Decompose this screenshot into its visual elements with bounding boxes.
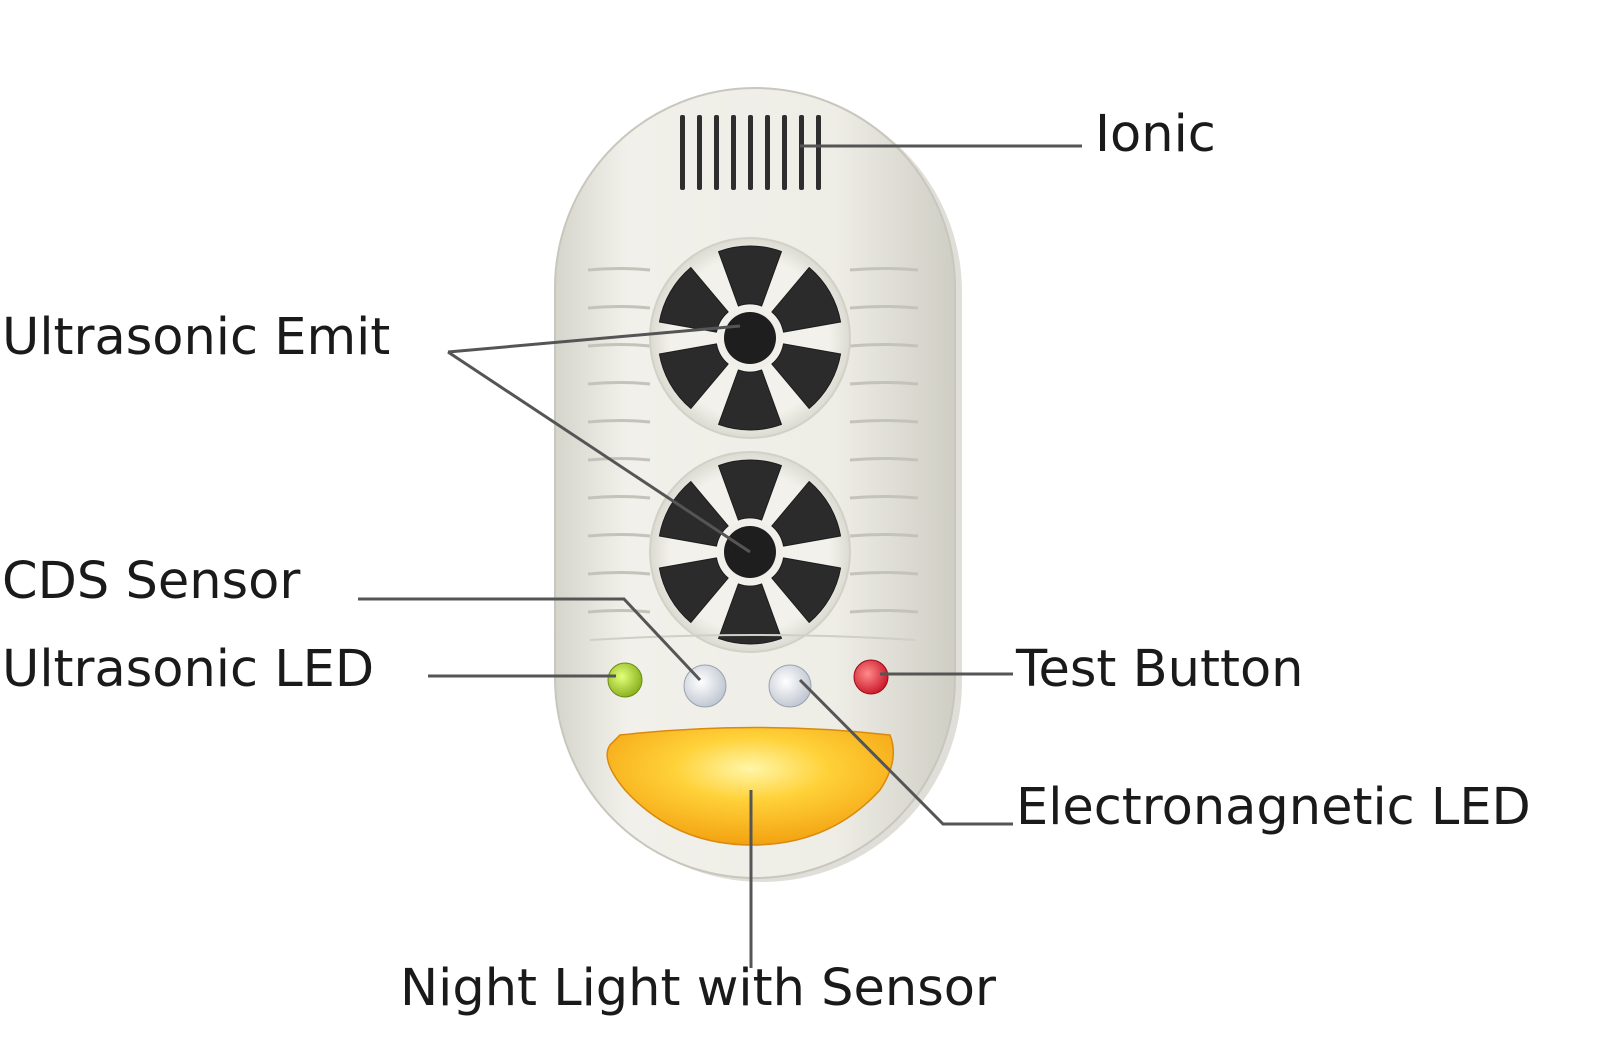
leader-electromagnetic-led [798,678,1013,826]
grille-line-right [849,457,919,462]
grille-line-left [587,457,651,462]
grille-line-left [587,571,651,576]
electromagnetic-led [768,664,812,708]
grille-line-left [587,343,651,348]
grille-line-left [587,267,651,272]
leader-ultrasonic-emit-top [447,324,741,354]
speaker-blade [771,267,842,333]
grille-line-left [587,533,651,538]
speaker-blade [658,267,729,333]
vent-slot [748,115,753,190]
grille-line-right [849,571,919,576]
vent-slot [714,115,719,190]
speaker-blade [718,369,782,431]
vent-slot [680,115,685,190]
ultrasonic-speaker-top [649,237,851,439]
grille-line-right [849,419,919,424]
panel-divider [589,634,916,641]
grille-line-right [849,381,919,386]
side-grille [587,267,919,614]
vent-slot [697,115,702,190]
speaker-blade [771,557,842,623]
label-ultrasonic-led: Ultrasonic LED [2,640,374,699]
speaker-blade [718,459,782,521]
grille-line-right [849,305,919,310]
grille-line-left [587,495,651,500]
label-ionic: Ionic [1095,105,1216,164]
ionic-vent [680,115,821,190]
grille-line-right [849,267,919,272]
speaker-blade [718,583,782,645]
ultrasonic-speaker-bottom [649,451,851,653]
speaker-hub [724,312,776,364]
label-night-light: Night Light with Sensor [400,959,996,1018]
speaker-blade [658,343,729,409]
speaker-blade [718,245,782,307]
label-test-button: Test Button [1015,640,1303,699]
ultrasonic-led [607,662,643,698]
grille-line-right [849,533,919,538]
label-cds-sensor: CDS Sensor [2,552,300,611]
speaker-blade [658,557,729,623]
grille-line-left [587,381,651,386]
grille-line-right [849,609,919,614]
grille-line-right [849,495,919,500]
label-ultrasonic-emit: Ultrasonic Emit [2,308,390,367]
speaker-blade [771,481,842,547]
grille-line-left [587,609,651,614]
vent-slot [731,115,736,190]
vent-slot [765,115,770,190]
grille-line-right [849,343,919,348]
speaker-blade [771,343,842,409]
vent-slot [782,115,787,190]
grille-line-left [587,419,651,424]
test-button [853,659,889,695]
label-electromagnetic-led: Electronagnetic LED [1016,778,1531,837]
night-light [606,726,895,846]
vent-slot [799,115,804,190]
leader-cds-sensor [358,597,702,682]
vent-slot [816,115,821,190]
leader-ultrasonic-emit-bottom [447,350,751,554]
grille-line-left [587,305,651,310]
